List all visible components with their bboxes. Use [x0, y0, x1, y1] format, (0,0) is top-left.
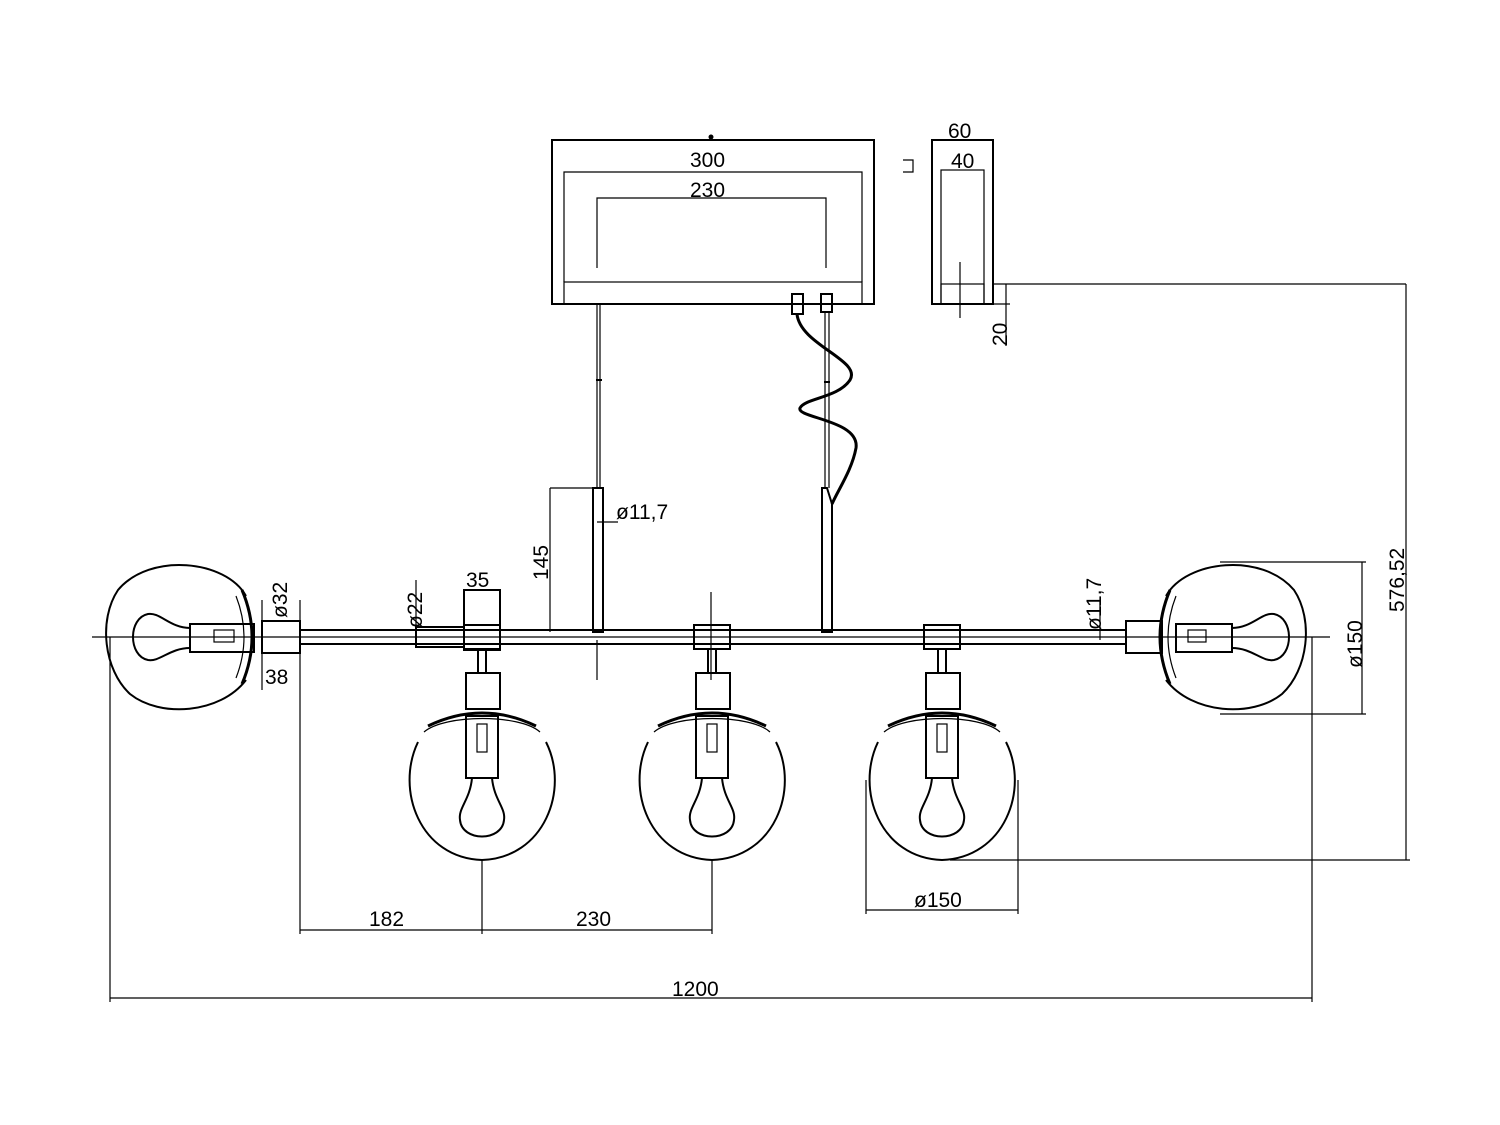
- canopy-width-label: 300: [690, 149, 725, 172]
- canopy-inner-depth-label: 40: [951, 150, 974, 173]
- rod-diameter-label: ø11,7: [616, 501, 668, 524]
- shade-diameter-label: ø150: [914, 889, 962, 912]
- rod-length-label: 145: [530, 545, 553, 580]
- shade-dimension: ø150: [865, 780, 1019, 914]
- overall-height-label: 576,52: [1386, 548, 1409, 612]
- overall-width-label: 1200: [672, 978, 719, 1001]
- bar-end-diameter-label: ø11,7: [1083, 578, 1106, 630]
- suspension: 145 ø11,7: [530, 293, 858, 680]
- pitch-spacing-label: 230: [576, 908, 611, 931]
- overall-height-dimension: 576,52: [950, 284, 1410, 861]
- pendant-lamp-1: [408, 648, 556, 862]
- canopy-height-label: 20: [989, 323, 1012, 346]
- bar-diameter-label: ø22: [404, 592, 427, 628]
- connector-2: [693, 592, 731, 680]
- side-lamp-left: [105, 564, 255, 711]
- pendant-lamp-3: [868, 648, 1016, 862]
- canopy-inner-width-label: 230: [690, 179, 725, 202]
- connector-width-label: 35: [466, 569, 489, 592]
- pendant-lamp-2: [638, 648, 786, 862]
- end-socket-diameter-label: ø32: [269, 582, 292, 618]
- canopy-depth-label: 60: [948, 120, 971, 143]
- canopy-side-view: 60 40 20: [903, 120, 1406, 346]
- canopy-front-view: 300 230: [551, 134, 875, 305]
- first-spacing-label: 182: [369, 908, 404, 931]
- side-shade-dimension: ø150: [1220, 561, 1367, 715]
- side-lamp-right: [1158, 564, 1307, 711]
- spacing-dimension: 182 230: [299, 690, 713, 934]
- connector-1: 35: [463, 569, 501, 651]
- overall-width-dimension: 1200: [109, 637, 1313, 1002]
- side-shade-diameter-label: ø150: [1344, 620, 1367, 668]
- end-socket-length-label: 38: [265, 666, 288, 689]
